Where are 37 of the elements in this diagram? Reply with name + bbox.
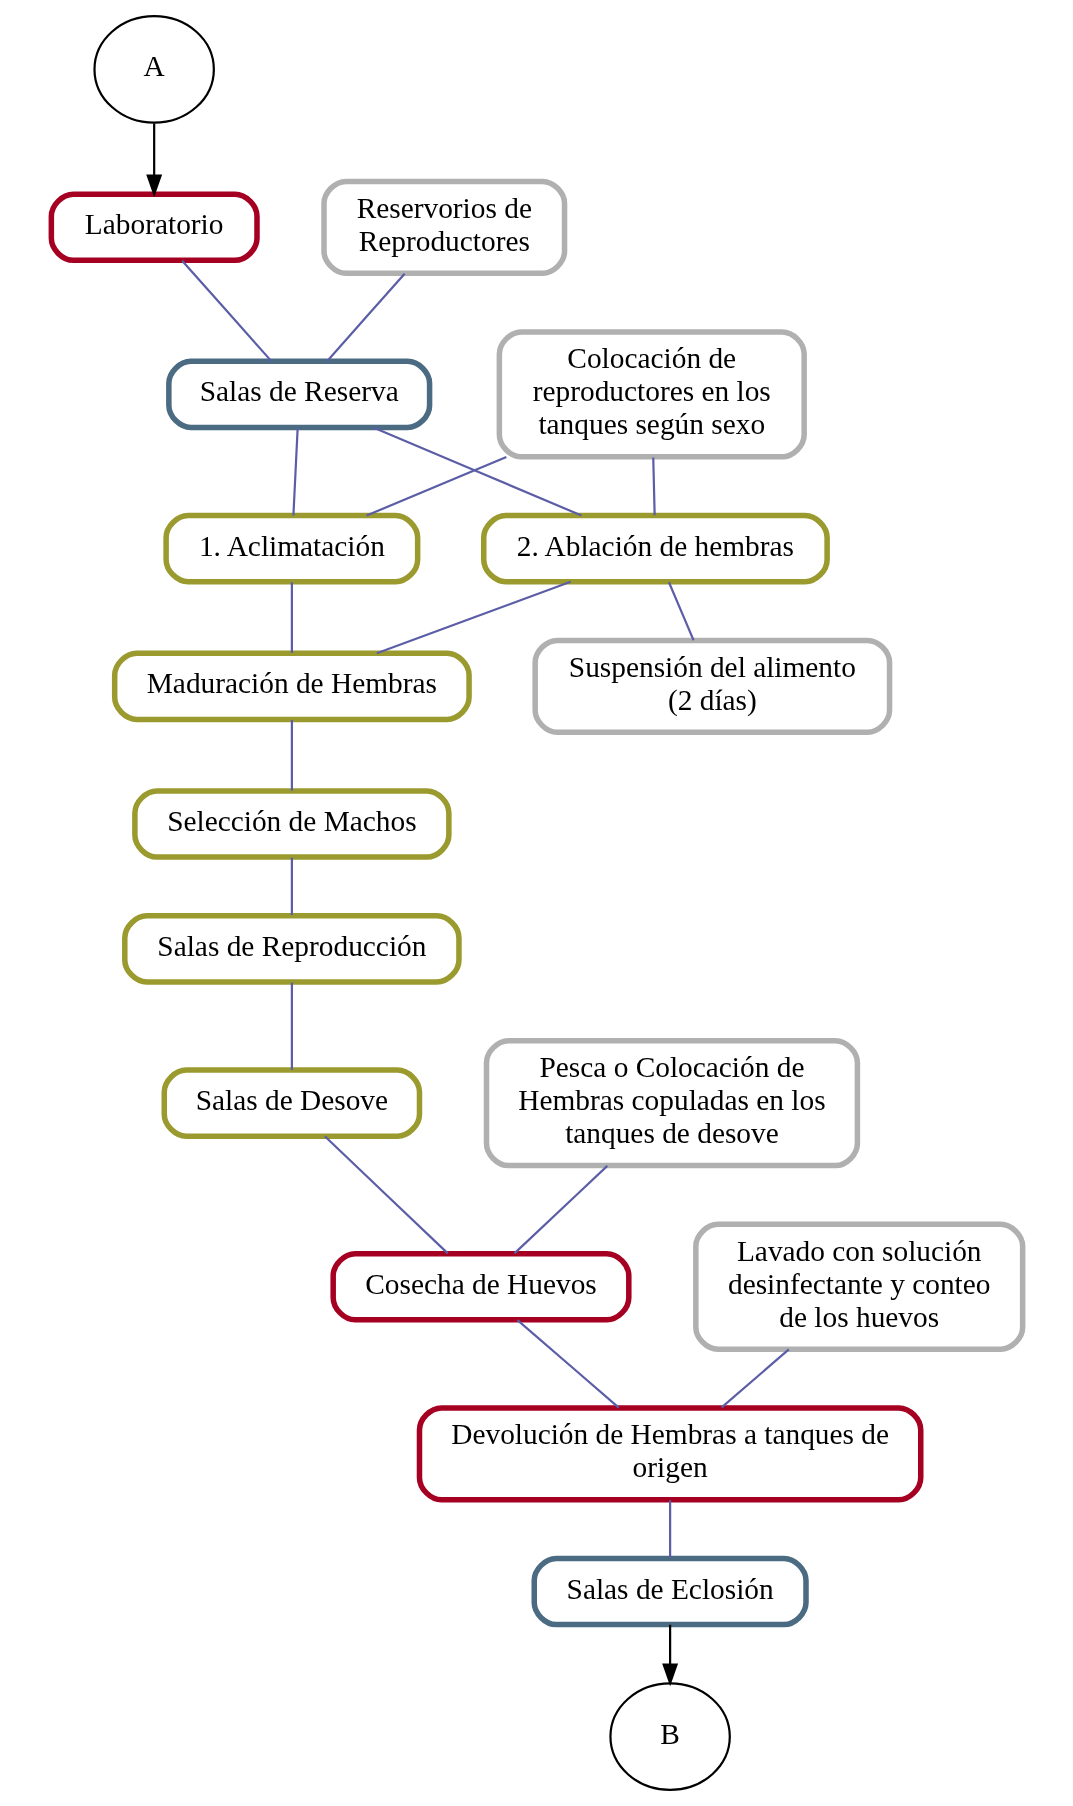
connector	[180, 259, 272, 362]
node-box: Salas de Reproducción	[121, 913, 462, 985]
connector	[372, 426, 582, 517]
arrow	[661, 1624, 678, 1687]
node-ellipse: A	[92, 15, 215, 124]
connector	[323, 1135, 449, 1255]
node-box: Salas de Eclosión	[531, 1555, 809, 1628]
connector	[290, 719, 293, 791]
connector	[291, 428, 299, 516]
node-box: Salas de Desove	[161, 1067, 422, 1139]
node-box: Devolución de Hembras a tanques de origen	[416, 1405, 923, 1503]
connector	[326, 273, 405, 362]
node-box: Lavado con solución desinfectante y conteo de los huevos	[692, 1221, 1025, 1352]
connector	[290, 582, 293, 653]
connector	[290, 982, 293, 1070]
node-box: 1. Aclimatación	[162, 512, 420, 585]
node-box: 2. Ablación de hembras	[480, 512, 830, 585]
connector	[667, 581, 695, 641]
arrow	[145, 123, 162, 198]
connector	[516, 1319, 619, 1409]
node-box: Pesca o Colocación de Hembras copuladas en los tanques de desove	[483, 1037, 860, 1169]
node-box: Cosecha de Huevos	[329, 1250, 632, 1323]
connector	[720, 1348, 790, 1409]
node-box: Colocación de reproductores en los tanques según sexo	[496, 329, 807, 460]
node-box: Maduración de Hembras	[111, 650, 472, 723]
connector	[365, 456, 507, 517]
connector	[513, 1165, 608, 1255]
connector	[651, 457, 656, 516]
node-box: Reservorios de Reproductores	[320, 178, 567, 276]
node-ellipse: B	[608, 1682, 731, 1791]
node-box: Laboratorio	[48, 191, 260, 264]
connector	[290, 857, 293, 916]
node-box: Suspensión del alimento (2 días)	[531, 637, 892, 735]
node-box: Selección de Machos	[131, 788, 452, 860]
node-box: Salas de Reserva	[165, 358, 432, 431]
connector	[668, 1500, 671, 1558]
connector	[375, 580, 571, 655]
